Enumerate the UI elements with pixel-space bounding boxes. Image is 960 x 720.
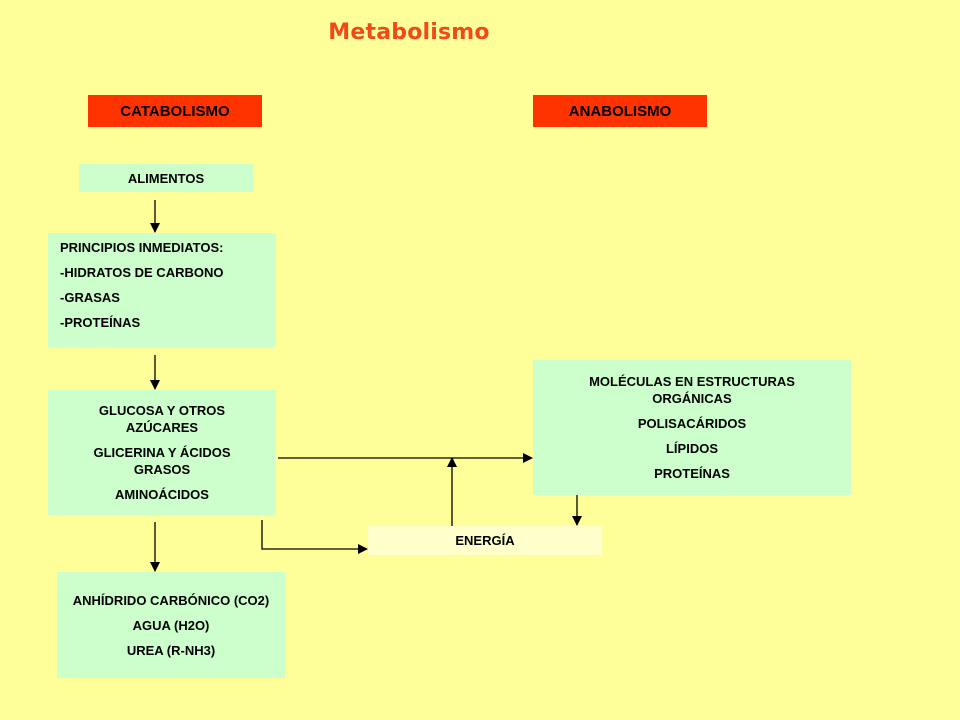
polisacaridos-line: POLISACÁRIDOS [637,416,747,431]
diagram-title: Metabolismo [328,20,490,45]
arrow-glucosa-to-energia [261,520,368,554]
alimentos-box: ALIMENTOS [79,164,253,192]
aminoacidos-line: AMINOÁCIDOS [115,487,209,502]
glucosa-line: GLUCOSA Y OTROS AZÚCARES [98,403,226,435]
anhidrido-box: ANHÍDRIDO CARBÓNICO (CO2) AGUA (H2O) URE… [57,572,285,678]
principios-item: -HIDRATOS DE CARBONO [60,265,224,280]
glucosa-box: GLUCOSA Y OTROS AZÚCARES GLICERINA Y ÁCI… [48,390,276,515]
moleculas-line: MOLÉCULAS EN ESTRUCTURAS ORGÁNICAS [589,374,795,406]
proteinas-line: PROTEÍNAS [654,466,730,481]
anhidrido-line: ANHÍDRIDO CARBÓNICO (CO2) [72,592,270,608]
catabolismo-header: CATABOLISMO [88,95,262,127]
urea-line: UREA (R-NH3) [126,642,216,658]
anabolismo-header: ANABOLISMO [533,95,707,127]
agua-line: AGUA (H2O) [132,617,210,633]
principios-heading: PRINCIPIOS INMEDIATOS: [60,240,224,255]
alimentos-label: ALIMENTOS [127,170,205,186]
glicerina-line: GLICERINA Y ÁCIDOS GRASOS [93,445,231,477]
moleculas-box: MOLÉCULAS EN ESTRUCTURAS ORGÁNICAS POLIS… [533,360,851,495]
principios-item: -GRASAS [60,290,120,305]
lipidos-line: LÍPIDOS [665,441,718,456]
energia-box: ENERGÍA [368,526,602,555]
principios-box: PRINCIPIOS INMEDIATOS: -HIDRATOS DE CARB… [48,233,276,347]
principios-item: -PROTEÍNAS [60,315,141,330]
